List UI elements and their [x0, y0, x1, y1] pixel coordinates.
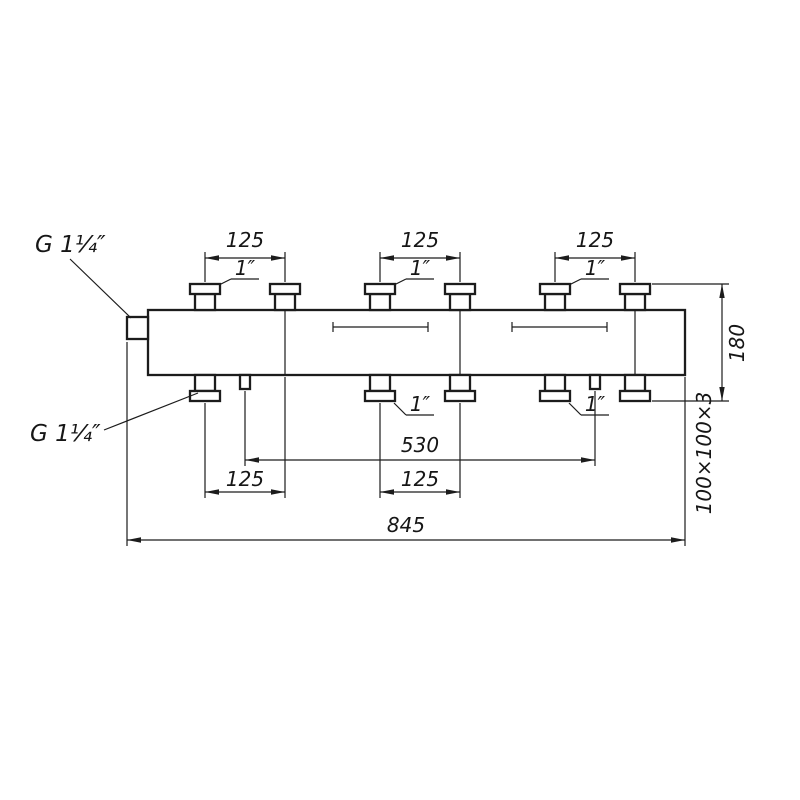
- arrowhead: [446, 255, 460, 261]
- dimension-845: 845: [387, 513, 425, 537]
- arrowhead: [245, 457, 259, 463]
- arrowhead: [581, 457, 595, 463]
- top-stub-cap: [268, 282, 302, 296]
- top-stub-neck: [543, 292, 567, 312]
- arrowhead: [127, 537, 141, 543]
- profile-spec-label: 100×100×3: [692, 392, 716, 515]
- dimension-530: 530: [401, 433, 439, 457]
- internal-lines: [284, 310, 636, 375]
- leader-line: [69, 258, 132, 319]
- arrowhead: [446, 489, 460, 495]
- top-stub-cap: [618, 282, 652, 296]
- top-stubs: [188, 282, 652, 312]
- bottom-stub-neck: [623, 373, 647, 393]
- labels: G 1¼″ G 1¼″ 125 125 125 1″ 1″ 1″ 1″ 1″ 5…: [30, 228, 749, 537]
- bottom-125-dimensions: [204, 377, 461, 498]
- arrowhead: [719, 387, 725, 401]
- dimension-125-top-2: 125: [401, 228, 439, 252]
- thread-label-leader: [218, 278, 232, 286]
- arrowhead: [719, 284, 725, 298]
- thread-1in-top-1: 1″: [235, 256, 256, 280]
- arrowhead: [205, 489, 219, 495]
- arrowhead: [271, 489, 285, 495]
- bottom-stub-neck: [543, 373, 567, 393]
- bottom-stub-cap: [188, 389, 222, 403]
- thread-label-leader: [568, 278, 582, 286]
- thread-1in-bottom-1: 1″: [410, 392, 431, 416]
- top-stub-neck: [448, 292, 472, 312]
- bottom-stub-neck: [368, 373, 392, 393]
- thread-label-leader: [393, 402, 407, 416]
- leader-line: [103, 392, 199, 431]
- arrowhead: [205, 255, 219, 261]
- arrowhead: [671, 537, 685, 543]
- g-thread-label-bottom: G 1¼″: [30, 421, 101, 447]
- top-stub-neck: [368, 292, 392, 312]
- arrowhead: [380, 255, 394, 261]
- g-thread-label-top: G 1¼″: [35, 232, 106, 258]
- bottom-stub-neck: [448, 373, 472, 393]
- manifold-main-tube: [146, 308, 687, 377]
- arrowhead: [271, 255, 285, 261]
- drain-stub: [238, 373, 252, 391]
- span-530-dimension: [244, 391, 596, 466]
- top-stub-neck: [273, 292, 297, 312]
- arrowhead: [555, 255, 569, 261]
- bottom-stub-cap: [618, 389, 652, 403]
- top-stub-cap: [538, 282, 572, 296]
- top-stub-cap: [443, 282, 477, 296]
- dimension-125-bottom-1: 125: [226, 467, 264, 491]
- arrowhead: [380, 489, 394, 495]
- top-stub-cap: [188, 282, 222, 296]
- thread-1in-top-3: 1″: [585, 256, 606, 280]
- bottom-stub-cap: [363, 389, 397, 403]
- dimension-180: 180: [725, 324, 749, 362]
- dimension-125-top-3: 125: [576, 228, 614, 252]
- thread-1in-bottom-2: 1″: [585, 392, 606, 416]
- thread-label-leader: [393, 278, 407, 286]
- bottom-stub-cap: [538, 389, 572, 403]
- top-stub-neck: [623, 292, 647, 312]
- top-dimension-lines: [204, 252, 636, 286]
- thread-label-leader: [568, 402, 582, 416]
- thread-1in-top-2: 1″: [410, 256, 431, 280]
- drain-stub: [588, 373, 602, 391]
- bottom-stub-neck: [193, 373, 217, 393]
- g-label-leaders: [69, 258, 199, 431]
- manifold-body: [125, 308, 687, 377]
- height-180-dimension: [652, 283, 729, 402]
- arrowhead: [621, 255, 635, 261]
- dimension-125-top-1: 125: [226, 228, 264, 252]
- top-stub-cap: [363, 282, 397, 296]
- dimension-125-bottom-2: 125: [401, 467, 439, 491]
- top-stub-neck: [193, 292, 217, 312]
- overall-845-dimension: [126, 342, 686, 546]
- bottom-stub-cap: [443, 389, 477, 403]
- left-inlet-stub: [125, 315, 150, 341]
